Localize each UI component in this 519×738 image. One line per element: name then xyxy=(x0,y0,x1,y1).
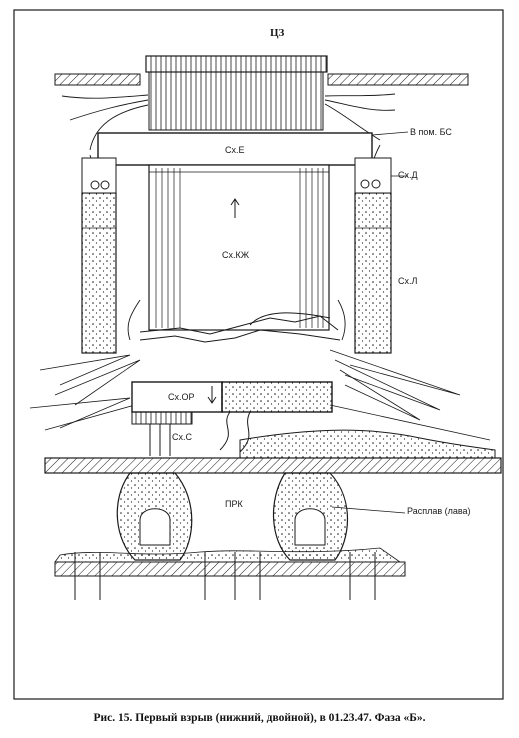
bs-room-label: В пом. БС xyxy=(410,127,452,137)
explosion-flares xyxy=(29,349,491,441)
scheme-s-label: Сх.С xyxy=(172,432,192,442)
scheme-kzh-label: Сх.КЖ xyxy=(222,250,250,260)
up-arrow-icon xyxy=(230,198,240,218)
top-label: ЦЗ xyxy=(270,27,285,39)
side-gas-curls xyxy=(127,299,346,341)
pipe-cores xyxy=(139,508,326,546)
upper-floor-slabs xyxy=(54,73,469,86)
leader-lines xyxy=(331,131,409,514)
scheme-or-block xyxy=(131,381,333,425)
fragmented-layer xyxy=(139,312,341,343)
scheme-e-label: Сх.Е xyxy=(225,145,245,155)
lava-flow-right xyxy=(239,429,496,459)
scheme-or-label: Сх.ОР xyxy=(168,392,195,402)
lava-label: Расплав (лава) xyxy=(407,506,471,516)
scheme-d-label: Сх.Д xyxy=(398,170,418,180)
prk-label: ПРК xyxy=(225,499,243,509)
left-wall-scheme xyxy=(81,157,117,354)
figure-caption: Рис. 15. Первый взрыв (нижний, двойной),… xyxy=(93,712,426,724)
reactor-shaft xyxy=(148,164,330,331)
scheme-l-label: Сх.Л xyxy=(398,276,418,286)
figure-frame xyxy=(13,9,504,700)
down-arrow-icon xyxy=(207,386,217,404)
central-hall-cap xyxy=(145,55,328,131)
lower-slab xyxy=(54,561,406,577)
lava-drips xyxy=(54,547,402,563)
right-wall-scheme xyxy=(354,157,392,354)
lower-rods xyxy=(74,552,376,600)
scheme-e-plate xyxy=(97,132,373,166)
floor-slab xyxy=(44,457,502,474)
